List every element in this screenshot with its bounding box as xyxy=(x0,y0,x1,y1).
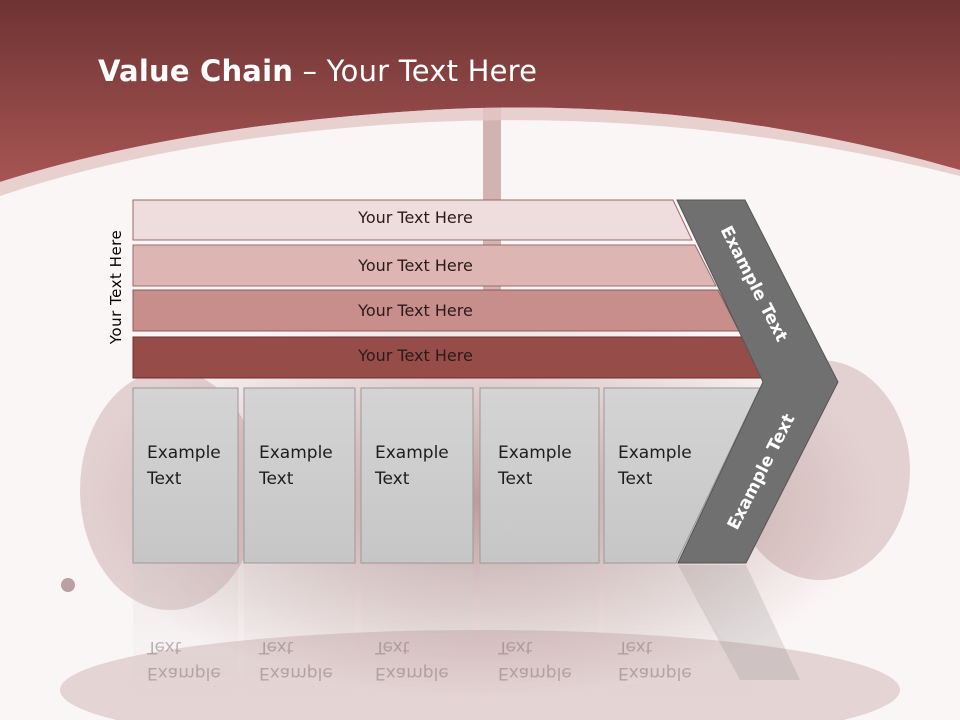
box-3-line1: Example xyxy=(375,443,449,463)
box-3-reflection-line2: Text xyxy=(375,637,410,657)
side-label: Your Text Here xyxy=(107,229,125,345)
box-4-reflection-line1: Example xyxy=(498,663,572,683)
box-1-reflection-line2: Text xyxy=(147,637,182,657)
box-1-line2: Text xyxy=(147,469,182,489)
title-rest: – Your Text Here xyxy=(293,54,538,88)
box-2-reflection-line2: Text xyxy=(259,637,294,657)
band-1-shape xyxy=(132,199,693,241)
box-2-line1: Example xyxy=(259,443,333,463)
band-3-text: Your Text Here xyxy=(358,301,473,320)
reflection xyxy=(133,565,800,700)
box-4-line2: Text xyxy=(498,469,533,489)
box-4-reflection: Example Text xyxy=(498,634,572,686)
box-5-reflection-line2: Text xyxy=(618,637,653,657)
header-swoosh xyxy=(0,107,960,196)
band-2-text: Your Text Here xyxy=(358,256,473,275)
box-5-line2: Text xyxy=(618,469,653,489)
box-3-reflection-line1: Example xyxy=(375,663,449,683)
page-title: Value Chain – Your Text Here xyxy=(98,54,537,88)
header-band xyxy=(0,0,960,182)
box-4-reflection-line2: Text xyxy=(498,637,533,657)
box-4-shape xyxy=(479,387,600,564)
title-bold: Value Chain xyxy=(98,54,294,88)
box-5-reflection: Example Text xyxy=(618,634,692,686)
band-2-shape xyxy=(132,244,717,287)
box-2-shape xyxy=(243,387,356,564)
chevron-shape xyxy=(676,199,839,564)
box-5-line1: Example xyxy=(618,443,692,463)
box-5-shape xyxy=(603,387,761,564)
box-3-line2: Text xyxy=(375,469,410,489)
band-1-text: Your Text Here xyxy=(358,208,473,227)
box-1-reflection-line1: Example xyxy=(147,663,221,683)
box-5-reflection-line1: Example xyxy=(618,663,692,683)
box-1-line1: Example xyxy=(147,443,221,463)
box-1-shape xyxy=(132,387,239,564)
box-3-reflection: Example Text xyxy=(375,634,449,686)
box-4-line1: Example xyxy=(498,443,572,463)
band-4-text: Your Text Here xyxy=(358,346,473,365)
box-3-shape xyxy=(360,387,474,564)
box-2-line2: Text xyxy=(259,469,294,489)
box-2-reflection: Example Text xyxy=(259,634,333,686)
box-1-reflection: Example Text xyxy=(147,634,221,686)
box-2-reflection-line1: Example xyxy=(259,663,333,683)
